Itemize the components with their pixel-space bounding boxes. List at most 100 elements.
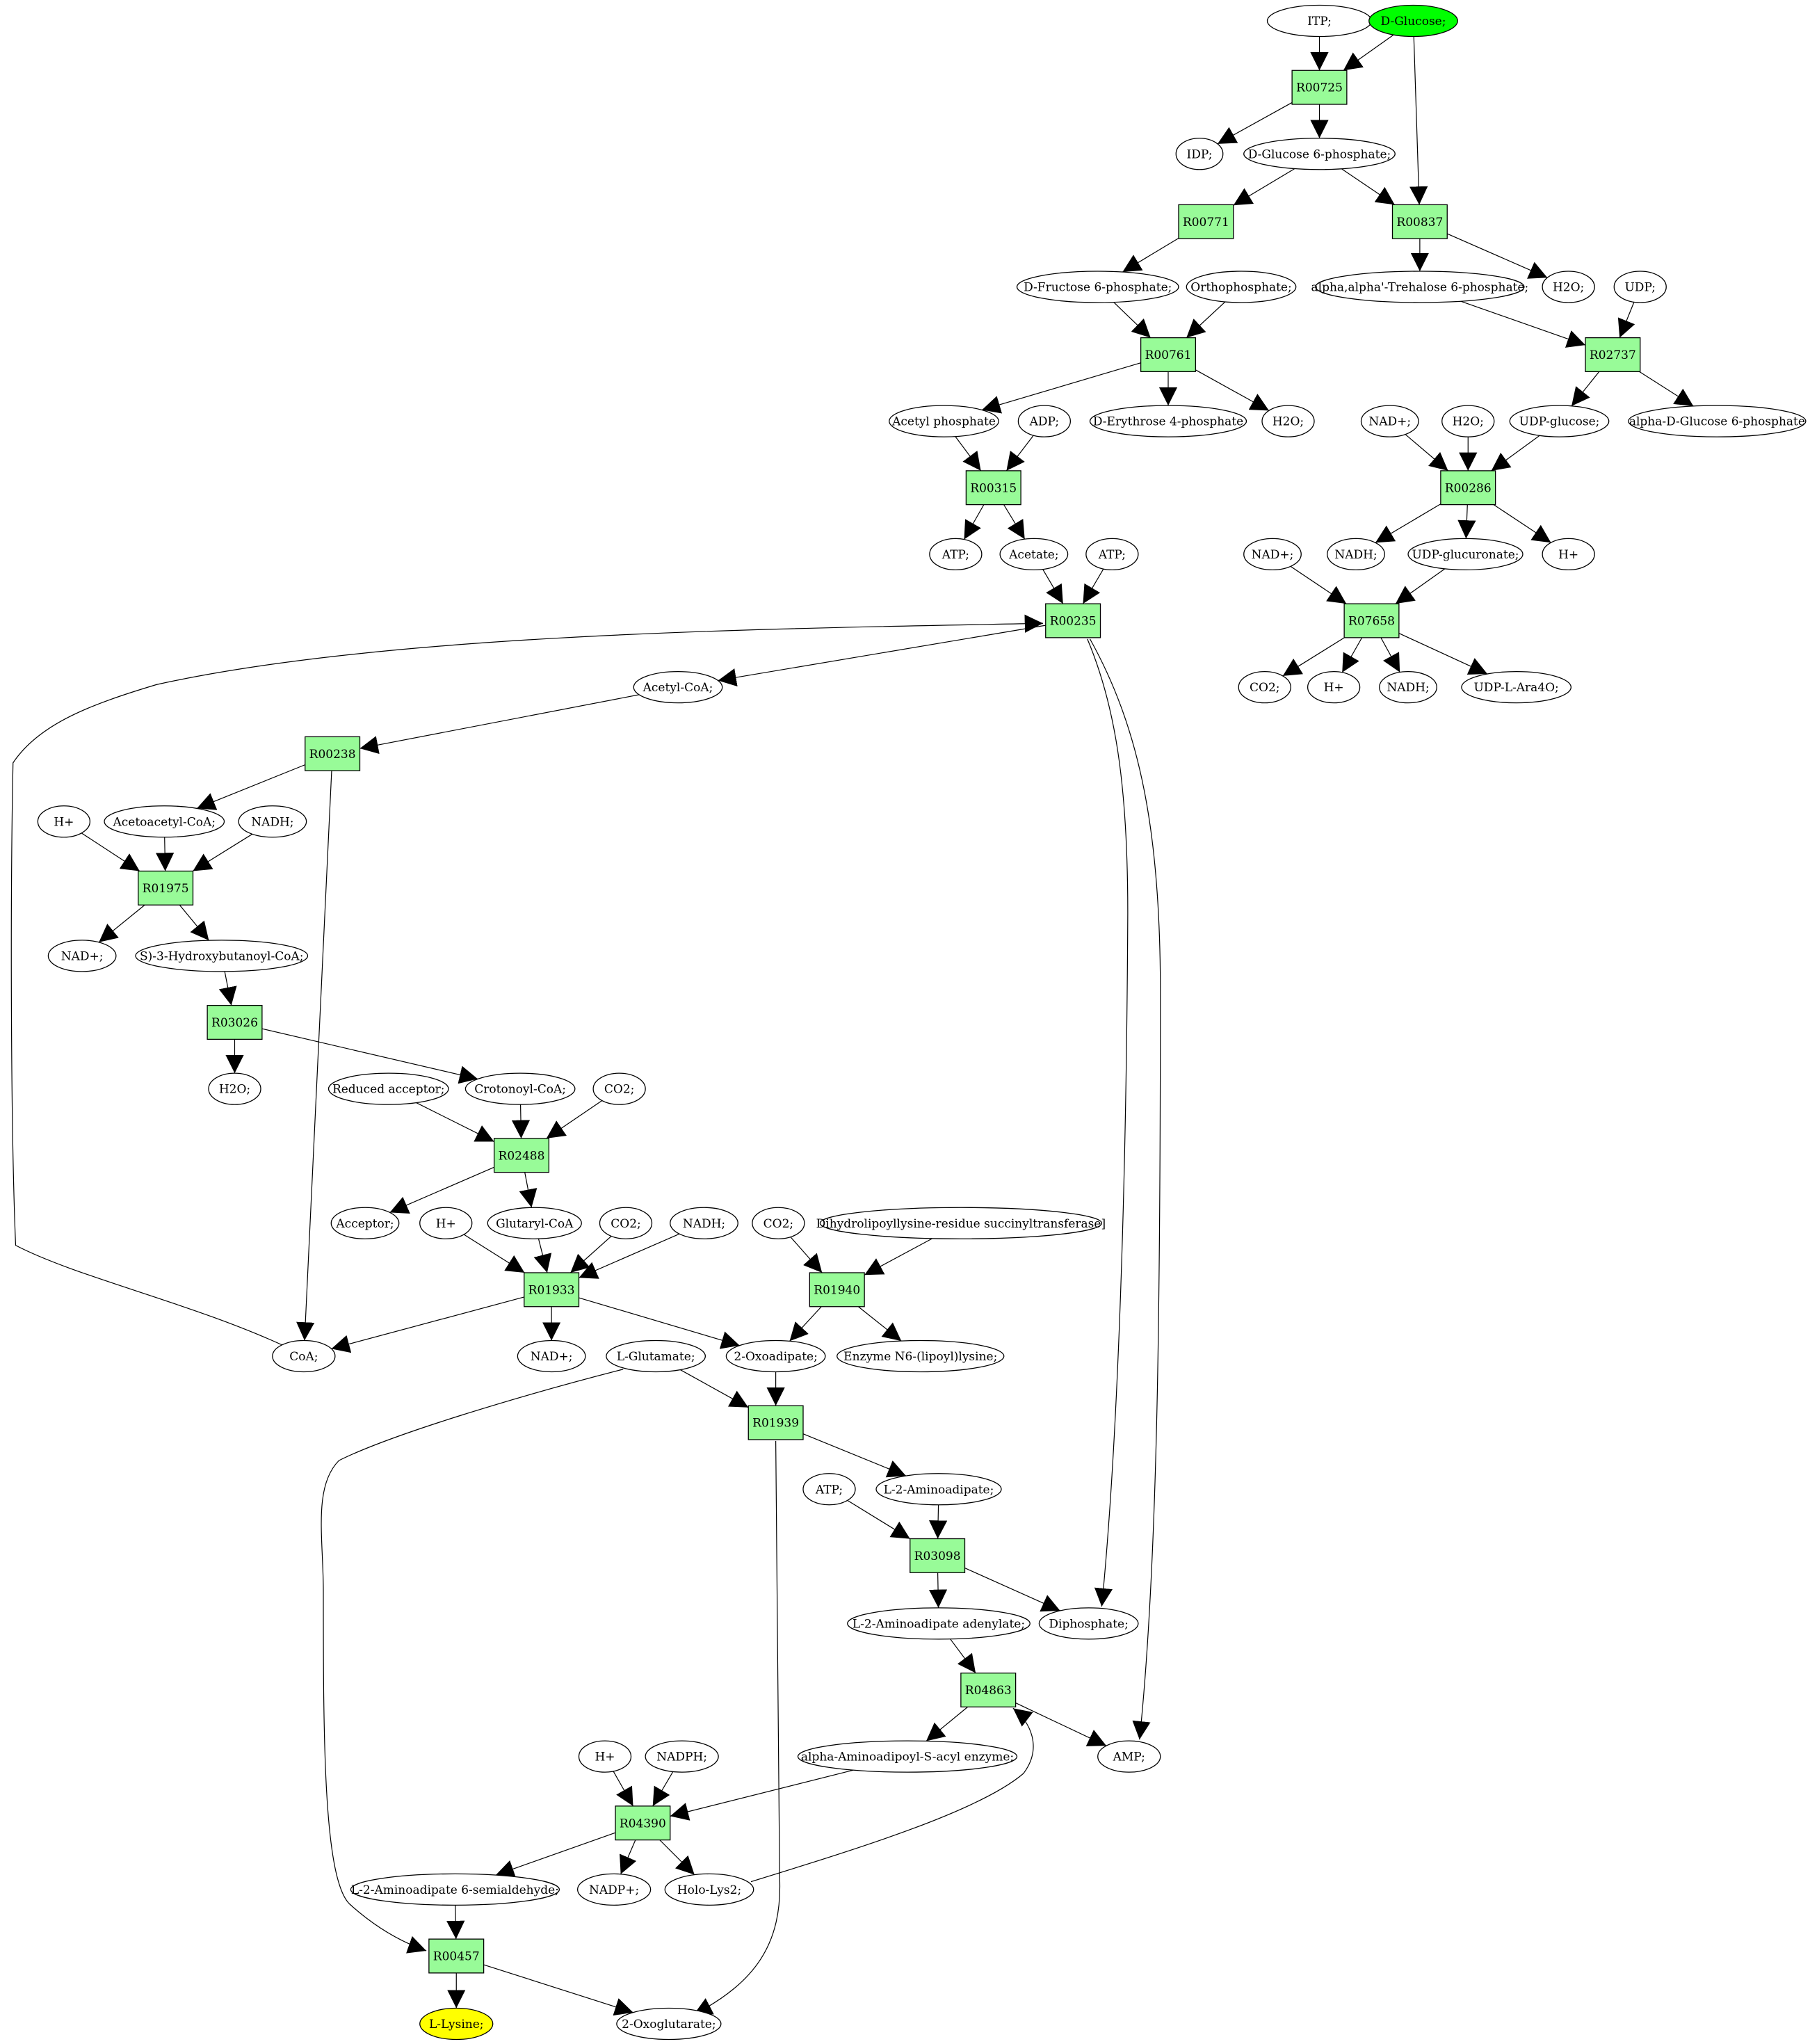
metabolite-node-m-h-e[interactable]: H+	[578, 1740, 632, 1773]
metabolite-node-m-t6p[interactable]: alpha,alpha'-Trehalose 6-phosphate;	[1311, 271, 1529, 303]
reaction-node-r03098[interactable]: R03098	[910, 1538, 966, 1573]
metabolite-node-m-l2aaad[interactable]: L-2-Aminoadipate adenylate;	[847, 1607, 1031, 1640]
metabolite-ellipse	[350, 1873, 560, 1906]
metabolite-node-m-udp[interactable]: UDP;	[1613, 271, 1667, 303]
metabolite-label: ADP;	[1029, 415, 1059, 429]
reaction-node-r01939[interactable]: R01939	[748, 1405, 804, 1440]
metabolite-node-m-h-d[interactable]: H+	[419, 1207, 473, 1239]
metabolite-label: NAD+;	[1252, 548, 1294, 562]
metabolite-node-m-adp[interactable]: ADP;	[1017, 405, 1072, 437]
metabolite-node-m-s3hb[interactable]: S)-3-Hydroxybutanoyl-CoA;	[135, 940, 309, 972]
metabolite-node-m-nadh-a[interactable]: NADH;	[1327, 538, 1385, 571]
metabolite-node-m-co2-a[interactable]: CO2;	[1238, 670, 1291, 704]
metabolite-node-m-udpara[interactable]: UDP-L-Ara4O;	[1461, 670, 1572, 704]
metabolite-node-m-glut[interactable]: Glutaryl-CoA	[487, 1207, 582, 1239]
metabolite-ellipse	[517, 1339, 586, 1373]
metabolite-node-m-nadp-d[interactable]: NAD+;	[517, 1339, 586, 1373]
reaction-node-r00235[interactable]: R00235	[1045, 603, 1101, 638]
reaction-node-r01933[interactable]: R01933	[524, 1272, 580, 1307]
metabolite-node-m-redacc[interactable]: Reduced acceptor;	[328, 1072, 449, 1105]
reaction-node-r00837[interactable]: R00837	[1391, 204, 1448, 239]
metabolite-node-m-lys[interactable]: L-Lysine;	[419, 2007, 494, 2041]
metabolite-node-m-lglu[interactable]: L-Glutamate;	[606, 1339, 706, 1373]
edge-line	[579, 1298, 740, 1349]
metabolite-node-m-l2aa[interactable]: L-2-Aminoadipate;	[875, 1473, 1002, 1506]
metabolite-node-m-nadh-c[interactable]: NADH;	[238, 805, 307, 838]
metabolite-node-m-acoa[interactable]: Acetyl-CoA;	[633, 670, 723, 704]
metabolite-node-m-atp-a[interactable]: ATP;	[929, 538, 983, 571]
metabolite-node-m-idp[interactable]: IDP;	[1175, 138, 1224, 170]
metabolite-node-m-itp[interactable]: ITP;	[1266, 4, 1373, 38]
metabolite-node-m-udpgluc[interactable]: UDP-glucuronate;	[1407, 538, 1524, 571]
metabolite-node-m-ag6p[interactable]: alpha-D-Glucose 6-phosphate	[1628, 405, 1807, 437]
reaction-node-r00286[interactable]: R00286	[1440, 470, 1496, 506]
metabolite-ellipse	[272, 1339, 336, 1373]
metabolite-node-m-acp[interactable]: Acetyl phosphate	[889, 405, 999, 437]
reaction-node-r00238[interactable]: R00238	[305, 736, 361, 771]
reaction-label: R03098	[914, 1550, 961, 1563]
metabolite-node-m-dihydro[interactable]: Dihydrolipoyllysine-residue succinyltran…	[816, 1207, 1106, 1239]
metabolite-node-m-h2o-b[interactable]: H2O;	[1261, 405, 1315, 437]
reaction-node-r01940[interactable]: R01940	[809, 1272, 865, 1307]
metabolite-node-m-2oxoglu[interactable]: 2-Oxoglutarate;	[616, 2007, 722, 2041]
metabolite-node-m-co2-d[interactable]: CO2;	[752, 1207, 805, 1239]
edge-m_udpgluc-to-R07658	[1396, 569, 1445, 604]
metabolite-node-m-atp-b[interactable]: ATP;	[1085, 538, 1139, 571]
metabolite-node-m-acetate[interactable]: Acetate;	[999, 538, 1069, 571]
reaction-node-r03026[interactable]: R03026	[207, 1004, 263, 1040]
metabolite-node-m-crot[interactable]: Crotonoyl-CoA;	[464, 1072, 576, 1105]
metabolite-ellipse	[1407, 538, 1524, 571]
metabolite-node-m-h-b[interactable]: H+	[1307, 670, 1361, 704]
metabolite-node-m-enz[interactable]: Enzyme N6-(lipoyl)lysine;	[837, 1339, 1005, 1373]
reaction-node-r02488[interactable]: R02488	[493, 1138, 550, 1173]
reaction-node-r01975[interactable]: R01975	[138, 870, 194, 906]
metabolite-ellipse	[1175, 138, 1224, 170]
reaction-node-r07658[interactable]: R07658	[1343, 603, 1400, 638]
metabolite-node-m-nadh-d[interactable]: NADH;	[670, 1207, 738, 1239]
metabolite-node-m-aacoa[interactable]: Acetoacetyl-CoA;	[104, 805, 225, 838]
metabolite-node-m-h2o-c[interactable]: H2O;	[1441, 405, 1495, 437]
metabolite-node-m-ppi[interactable]: Diphosphate;	[1038, 1607, 1139, 1640]
reaction-node-r00457[interactable]: R00457	[428, 1938, 485, 1974]
metabolite-node-m-holo[interactable]: Holo-Lys2;	[664, 1873, 754, 1906]
reaction-node-r00725[interactable]: R00725	[1291, 70, 1348, 105]
metabolite-node-m-f6p[interactable]: D-Fructose 6-phosphate;	[1016, 271, 1179, 303]
metabolite-node-m-aaenz[interactable]: alpha-Aminoadipoyl-S-acyl enzyme;	[797, 1740, 1018, 1773]
metabolite-node-m-pi[interactable]: Orthophosphate;	[1186, 271, 1297, 303]
edge-line	[751, 1708, 1033, 1881]
reaction-node-r00761[interactable]: R00761	[1140, 337, 1197, 373]
metabolite-node-m-nadh-b[interactable]: NADH;	[1379, 670, 1437, 704]
metabolite-label: NAD+;	[531, 1350, 573, 1364]
metabolite-node-m-amp[interactable]: AMP;	[1097, 1740, 1161, 1773]
metabolite-node-m-acc[interactable]: Acceptor;	[330, 1207, 400, 1239]
metabolite-node-m-h2o-a[interactable]: H2O;	[1542, 271, 1595, 303]
metabolite-node-m-2oxoad[interactable]: 2-Oxoadipate;	[725, 1339, 826, 1373]
metabolite-node-m-h-a[interactable]: H+	[1542, 538, 1595, 571]
metabolite-node-m-coa[interactable]: CoA;	[272, 1339, 336, 1373]
metabolite-label: alpha-Aminoadipoyl-S-acyl enzyme;	[801, 1751, 1014, 1764]
metabolite-node-m-h2o-d[interactable]: H2O;	[208, 1072, 261, 1105]
metabolite-node-m-nadp-b[interactable]: NAD+;	[1243, 538, 1302, 571]
metabolite-node-m-h-c[interactable]: H+	[37, 805, 91, 838]
metabolite-node-m-nadp-a[interactable]: NAD+;	[1360, 405, 1419, 437]
reaction-node-r04863[interactable]: R04863	[960, 1672, 1017, 1708]
metabolite-node-m-co2-b[interactable]: CO2;	[592, 1072, 646, 1105]
reaction-box	[615, 1805, 671, 1841]
metabolite-node-m-l2asa[interactable]: L-2-Aminoadipate 6-semialdehyde;	[350, 1873, 560, 1906]
metabolite-node-m-atp-c[interactable]: ATP;	[802, 1473, 856, 1506]
reaction-node-r00315[interactable]: R00315	[965, 470, 1021, 506]
metabolite-node-m-nadph[interactable]: NADPH;	[645, 1740, 719, 1773]
metabolite-node-m-e4p[interactable]: D-Erythrose 4-phosphate	[1089, 405, 1247, 437]
metabolite-label: NADH;	[1387, 681, 1429, 695]
reaction-node-r02737[interactable]: R02737	[1585, 337, 1641, 373]
edge-line	[680, 1370, 748, 1408]
metabolite-label: NADH;	[251, 815, 293, 829]
metabolite-node-m-g6p[interactable]: D-Glucose 6-phosphate;	[1243, 138, 1396, 170]
metabolite-node-m-nadpplus[interactable]: NADP+;	[576, 1873, 652, 1906]
metabolite-node-m-co2-c[interactable]: CO2;	[599, 1207, 653, 1239]
metabolite-node-m-nadp-c[interactable]: NAD+;	[47, 940, 117, 972]
metabolite-node-m-dglc[interactable]: D-Glucose;	[1368, 4, 1458, 38]
reaction-node-r00771[interactable]: R00771	[1178, 204, 1234, 239]
metabolite-node-m-udpg[interactable]: UDP-glucose;	[1509, 405, 1610, 437]
reaction-node-r04390[interactable]: R04390	[615, 1805, 671, 1841]
